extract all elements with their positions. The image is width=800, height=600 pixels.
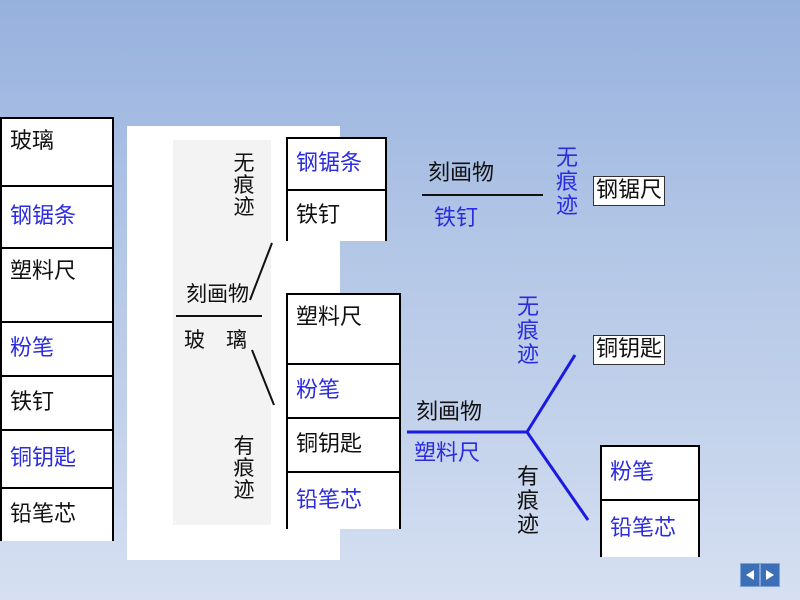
list-item: 钢锯条: [2, 187, 112, 249]
list-item: 铜钥匙: [2, 431, 112, 489]
nail-material-label: 铁钉: [434, 206, 479, 231]
result-item: 粉笔: [602, 447, 698, 501]
glass-no-mark-line: [249, 242, 273, 301]
glass-mark-label: 有痕迹: [233, 434, 255, 503]
next-arrow-icon[interactable]: [760, 563, 780, 587]
group-item: 钢锯条: [288, 139, 385, 191]
glass-material-label: 玻 璃: [184, 328, 247, 352]
ruler-mark-line: [525, 431, 590, 521]
group-item: 铜钥匙: [288, 419, 399, 473]
ruler-material-label: 塑料尺: [414, 441, 481, 466]
glass-no-mark-label: 无痕迹: [233, 151, 255, 220]
group-no-mark-box: 钢锯条 铁钉: [286, 137, 387, 241]
group-item: 塑料尺: [288, 295, 399, 365]
left-material-list: 玻璃 钢锯条 塑料尺 粉笔 铁钉 铜钥匙 铅笔芯: [0, 117, 114, 541]
glass-mark-line: [251, 349, 275, 406]
ruler-no-mark-line: [525, 354, 577, 433]
nail-test-label: 刻画物: [428, 161, 495, 186]
prev-arrow-icon[interactable]: [740, 563, 760, 587]
list-item: 玻璃: [2, 119, 112, 187]
list-item: 粉笔: [2, 323, 112, 377]
nail-result-box: 钢锯尺: [593, 176, 666, 206]
group-item: 铁钉: [288, 191, 385, 241]
nail-no-mark-label: 无痕迹: [555, 146, 578, 220]
group-item: 铅笔芯: [288, 473, 399, 529]
result-item: 铅笔芯: [602, 501, 698, 557]
list-item: 铅笔芯: [2, 489, 112, 541]
ruler-mark-label: 有痕迹: [516, 465, 539, 539]
group-item: 粉笔: [288, 365, 399, 419]
list-item: 铁钉: [2, 377, 112, 431]
glass-test-inner: [173, 140, 271, 525]
ruler-result-mark-box: 粉笔 铅笔芯: [600, 445, 700, 557]
glass-test-label: 刻画物: [186, 282, 249, 306]
ruler-no-mark-label: 无痕迹: [516, 295, 539, 369]
list-item: 塑料尺: [2, 249, 112, 323]
group-mark-box: 塑料尺 粉笔 铜钥匙 铅笔芯: [286, 293, 401, 529]
ruler-result-no-mark-box: 铜钥匙: [593, 335, 666, 365]
ruler-test-label: 刻画物: [416, 400, 483, 425]
